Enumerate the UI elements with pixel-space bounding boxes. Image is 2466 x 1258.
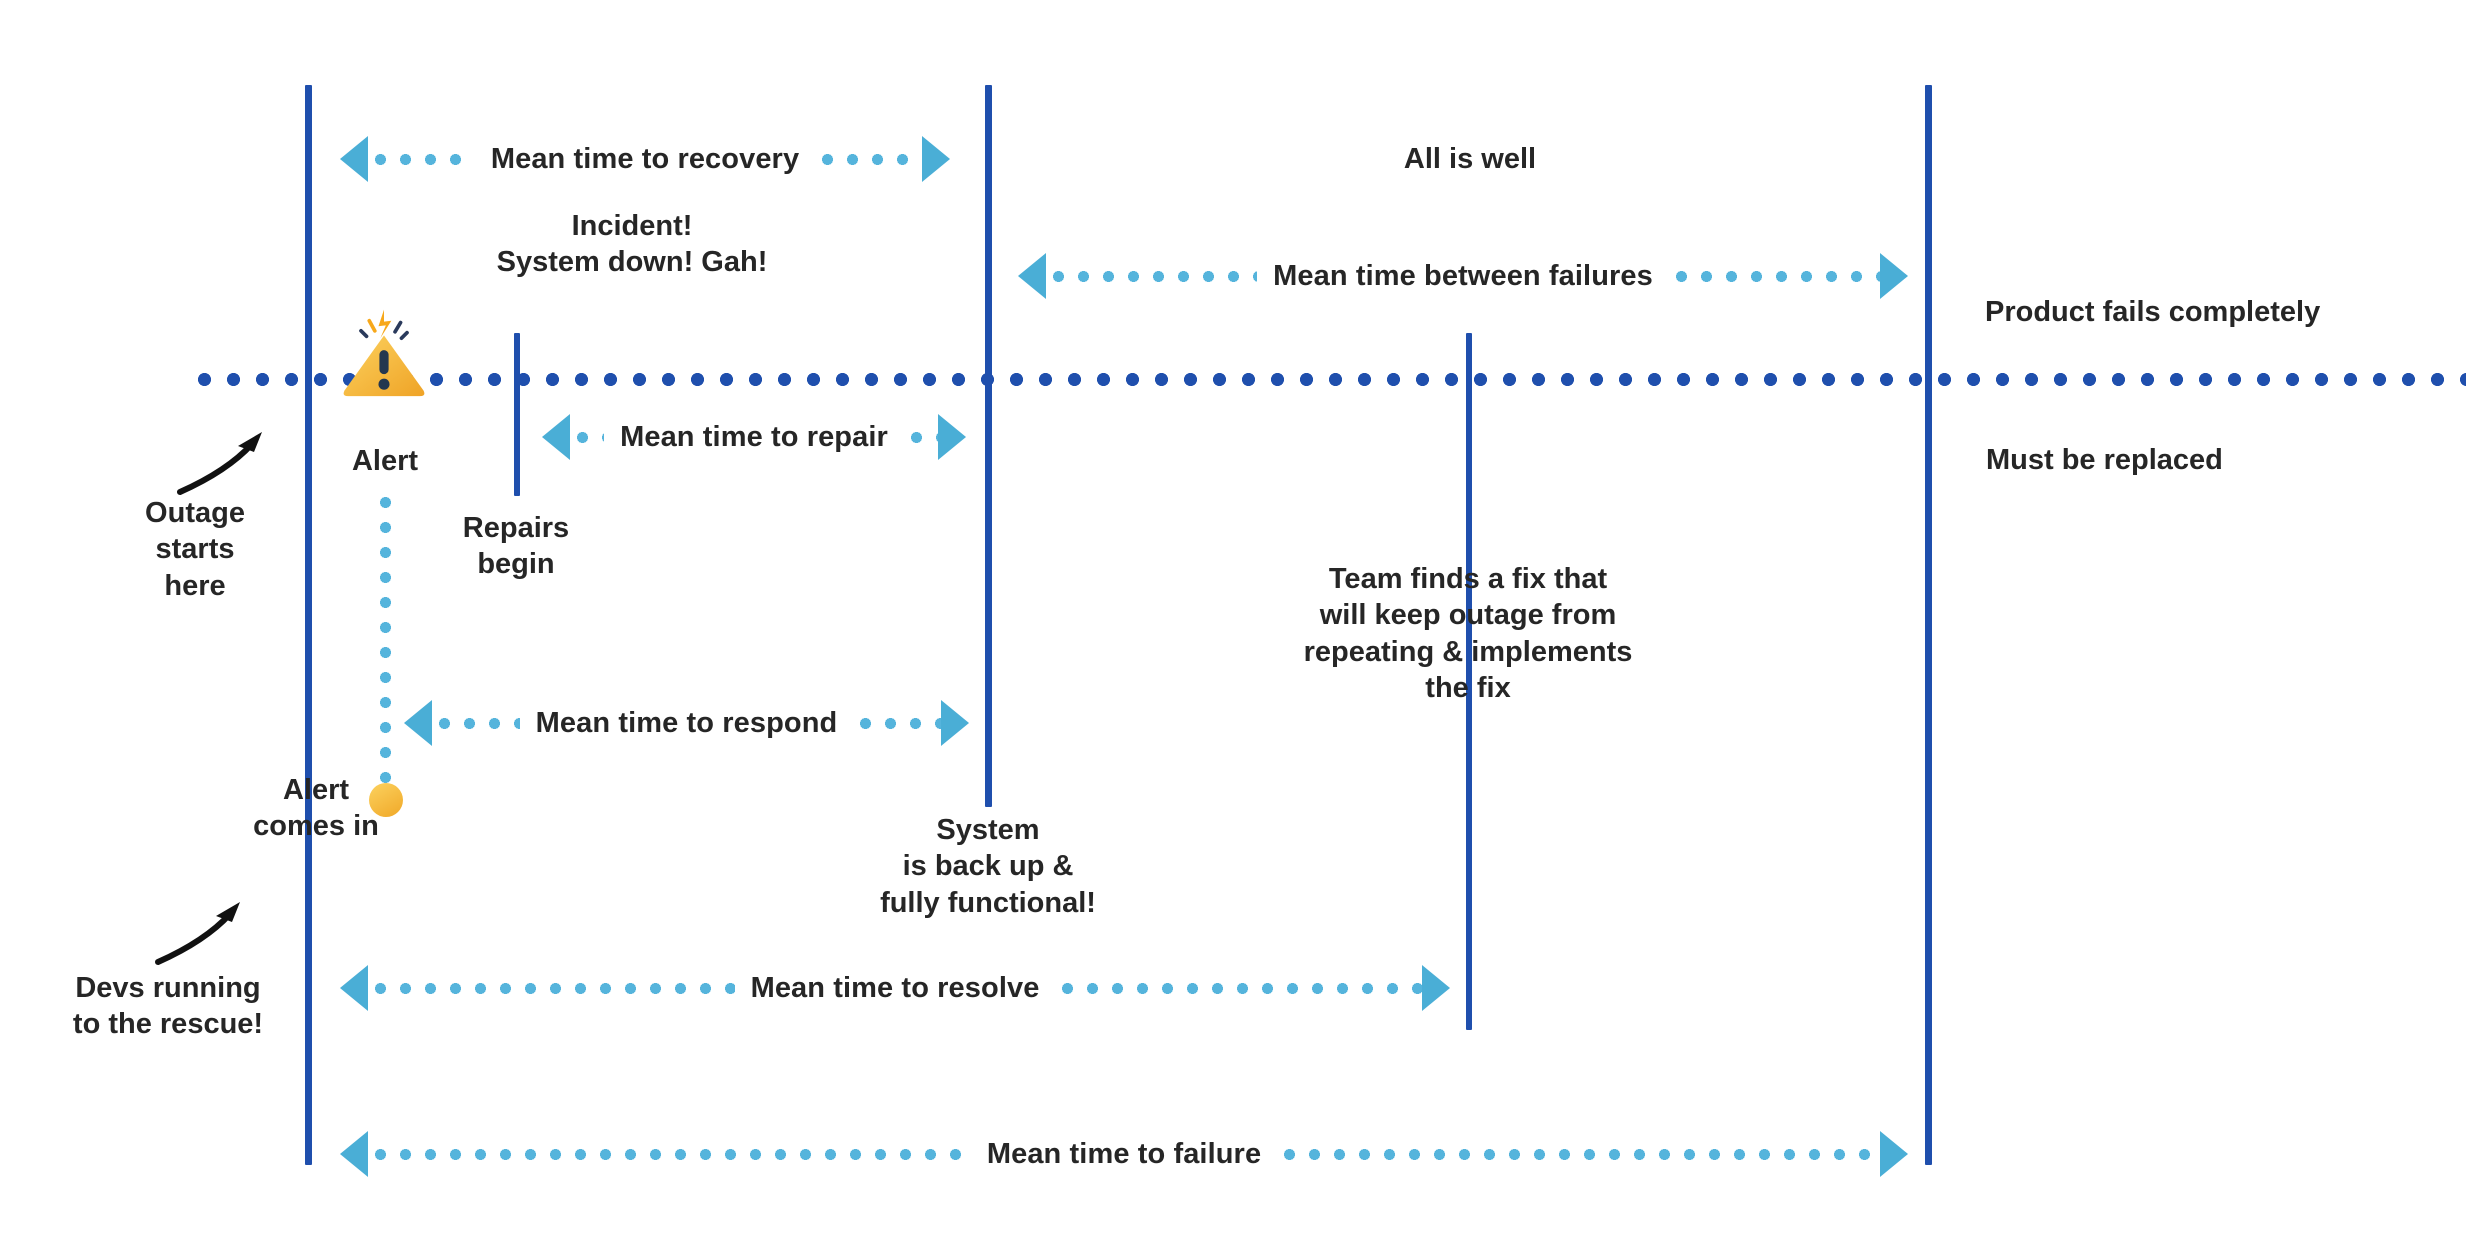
metric-label: Mean time to failure [986,1137,1262,1170]
dotted-connector [368,982,735,994]
dotted-connector [368,1148,971,1160]
arrow-right-icon [1422,965,1450,1011]
caption-team-finds-fix: Team finds a fix that will keep outage f… [1303,563,1633,704]
metric-label: Mean time to respond [535,706,838,739]
dotted-connector [1277,1148,1881,1160]
alert-comes-in-dot [369,783,403,817]
metric-label: Mean time to resolve [750,971,1040,1004]
arrow-right-icon [941,700,970,746]
arrow-left-icon [340,1131,368,1177]
alert-drop-connector [380,490,391,790]
arrow-left-icon [340,136,368,182]
timeline-baseline [190,373,2466,386]
dotted-connector [903,431,938,443]
dotted-connector [368,153,475,165]
metric-mean-time-to-recovery: Mean time to recovery [340,136,951,182]
timeline-rule-outage-start [305,85,312,1165]
alert-warning-icon [338,306,430,398]
caption-all-is-well: All is well [1403,143,1537,175]
arrow-right-icon [938,414,966,460]
arrow-right-icon [922,136,951,182]
dotted-connector [853,717,942,729]
metric-mean-time-to-repair: Mean time to repair [542,414,966,460]
dotted-connector [1668,270,1880,282]
arrow-right-icon [1880,253,1908,299]
arrow-left-icon [340,965,368,1011]
metric-mean-time-to-failure: Mean time to failure [340,1131,1909,1177]
caption-must-be-replaced: Must be replaced [1986,444,2223,476]
dotted-connector [432,717,520,729]
timeline-rule-system-back-up [985,85,992,807]
devs-running-pointer-arrow [148,888,258,973]
caption-system-back-up: System is back up & fully functional! [880,814,1096,919]
metric-label: Mean time to recovery [490,142,800,175]
timeline-rule-repairs-begin [514,333,520,496]
metric-label: Mean time to repair [620,420,888,453]
arrow-left-icon [1018,253,1046,299]
dotted-connector [570,431,605,443]
caption-alert: Alert [351,445,419,477]
metric-label: Mean time between failures [1273,259,1653,292]
arrow-left-icon [542,414,570,460]
caption-outage-starts-here: Outage starts here [145,497,245,602]
metric-mean-time-between-failures: Mean time between failures [1018,253,1908,299]
metric-mean-time-to-resolve: Mean time to resolve [340,965,1450,1011]
timeline-rule-fix-implemented [1466,333,1472,1030]
timeline-rule-product-fails [1925,85,1932,1165]
arrow-right-icon [1880,1131,1909,1177]
dotted-connector [815,153,923,165]
caption-product-fails-completely: Product fails completely [1985,296,2321,328]
caption-repairs-begin: Repairs begin [462,512,570,581]
arrow-left-icon [404,700,432,746]
dotted-connector [1046,270,1258,282]
caption-incident: Incident! System down! Gah! [496,210,768,279]
outage-starts-pointer-arrow [170,418,280,503]
caption-alert-comes-in: Alert comes in [253,774,379,843]
metric-mean-time-to-respond: Mean time to respond [404,700,970,746]
caption-devs-running: Devs running to the rescue! [72,972,264,1041]
dotted-connector [1055,982,1422,994]
